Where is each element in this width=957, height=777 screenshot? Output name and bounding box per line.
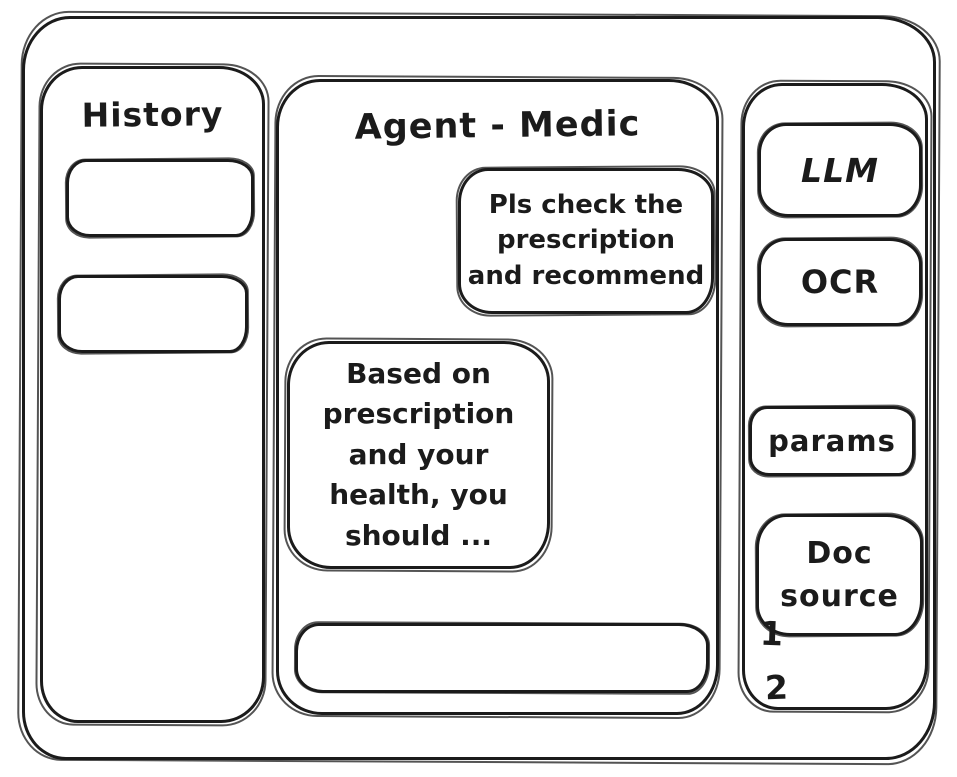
history-item[interactable] [58, 275, 248, 353]
chat-input[interactable] [295, 623, 709, 693]
doc-source-button[interactable]: Doc source [756, 514, 923, 636]
ocr-button[interactable]: OCR [758, 238, 922, 326]
tools-sidebar: LLM OCR params Doc source 1 2 [742, 83, 928, 710]
doc-source-item-number: 2 [764, 667, 789, 708]
history-title: History [81, 94, 224, 135]
params-button[interactable]: params [749, 406, 915, 476]
user-message-bubble: Pls check the prescription and recommend [458, 168, 714, 314]
app-window: History Agent - Medic Pls check the pres… [22, 16, 936, 760]
chat-panel: Agent - Medic Pls check the prescription… [276, 79, 719, 715]
doc-source-item-number: 1 [759, 613, 784, 654]
chat-title: Agent - Medic [354, 104, 641, 148]
agent-message-bubble: Based on prescription and your health, y… [287, 341, 550, 569]
llm-button[interactable]: LLM [758, 123, 922, 217]
history-sidebar: History [40, 66, 265, 723]
history-item[interactable] [66, 159, 254, 237]
